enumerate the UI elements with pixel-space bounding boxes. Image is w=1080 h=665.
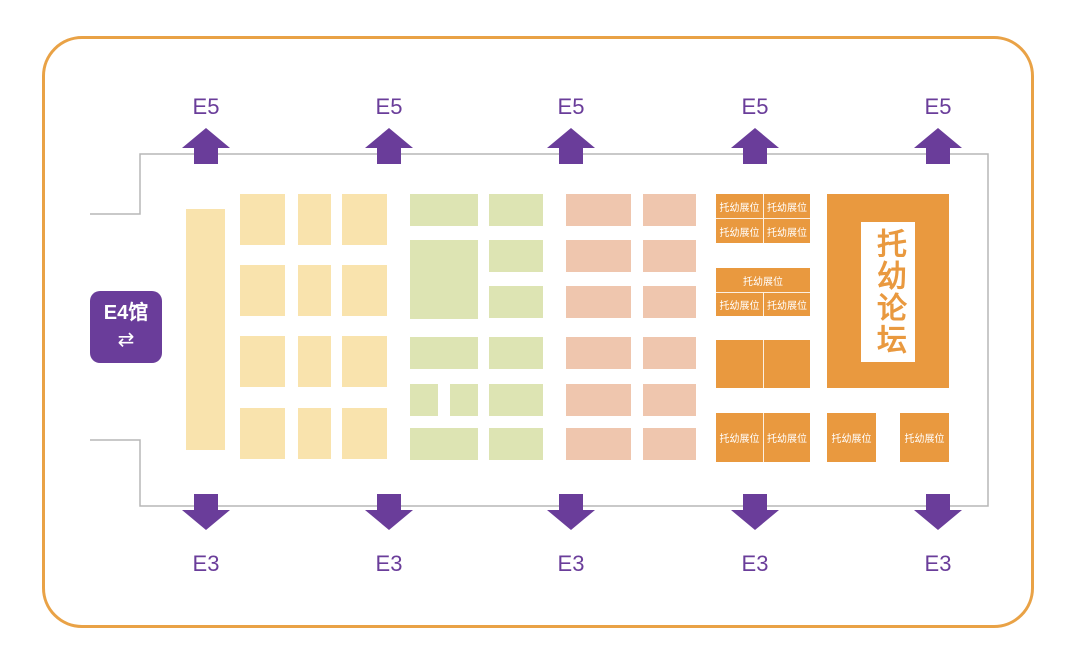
childcare-forum-label: 托幼论坛 <box>861 222 915 362</box>
exit-label-e3: E3 <box>192 551 220 576</box>
booth-block-green <box>489 337 543 369</box>
exit-label-e3: E3 <box>741 551 769 576</box>
booth-block-green <box>410 240 478 319</box>
booth-block-green <box>410 384 438 416</box>
childcare-booth[interactable]: 托幼展位 <box>763 194 810 218</box>
childcare-booth[interactable]: 托幼展位 <box>763 292 810 316</box>
exit-label-e5: E5 <box>557 94 585 119</box>
exit-label-e5: E5 <box>192 94 220 119</box>
childcare-booth[interactable]: 托幼展位 <box>716 292 763 316</box>
exit-label-e3: E3 <box>557 551 585 576</box>
booth-block-pink <box>643 286 696 318</box>
booth-block-pink <box>566 428 631 460</box>
booth-block-yellow <box>342 336 387 387</box>
booth-block-yellow <box>240 194 285 245</box>
childcare-booth[interactable]: 托幼展位 <box>716 194 763 218</box>
booth-block-pink <box>566 240 631 272</box>
hall-badge-e4[interactable]: E4馆 ⇄ <box>90 291 162 363</box>
childcare-booth[interactable]: 托幼展位 <box>716 413 763 462</box>
booth-block-green <box>489 384 543 416</box>
booth-block-pink <box>643 428 696 460</box>
childcare-booth-unlabeled[interactable] <box>763 340 810 388</box>
exit-label-e5: E5 <box>924 94 952 119</box>
booth-block-green <box>410 194 478 226</box>
booth-block-green <box>410 337 478 369</box>
hall-wall-top <box>90 153 989 507</box>
booth-block-green <box>410 428 478 460</box>
booth-block-pink <box>643 337 696 369</box>
booth-block-green <box>489 286 543 318</box>
map-frame <box>42 36 1034 628</box>
booth-block-pink <box>643 240 696 272</box>
booth-block-green <box>450 384 478 416</box>
booth-block-yellow <box>298 194 331 245</box>
booth-block-yellow <box>342 265 387 316</box>
exit-label-e5: E5 <box>375 94 403 119</box>
swap-arrows-icon: ⇄ <box>117 327 135 351</box>
booth-block-yellow <box>240 408 285 459</box>
childcare-booth[interactable]: 托幼展位 <box>716 218 763 243</box>
exit-label-e3: E3 <box>375 551 403 576</box>
childcare-booth[interactable]: 托幼展位 <box>827 413 876 462</box>
exit-label-e3: E3 <box>924 551 952 576</box>
childcare-booth-unlabeled[interactable] <box>716 340 763 388</box>
booth-block-pink <box>566 384 631 416</box>
childcare-booth[interactable]: 托幼展位 <box>763 218 810 243</box>
booth-block-yellow <box>342 194 387 245</box>
childcare-booth[interactable]: 托幼展位 <box>900 413 949 462</box>
booth-block-yellow <box>342 408 387 459</box>
booth-block-green <box>489 194 543 226</box>
booth-block-pink <box>566 337 631 369</box>
booth-block-yellow <box>298 408 331 459</box>
booth-block-yellow <box>186 209 225 450</box>
booth-block-yellow <box>240 265 285 316</box>
booth-block-green <box>489 428 543 460</box>
booth-block-yellow <box>240 336 285 387</box>
booth-block-pink <box>643 384 696 416</box>
booth-block-pink <box>566 194 631 226</box>
booth-block-green <box>489 240 543 272</box>
childcare-booth[interactable]: 托幼展位 <box>763 413 810 462</box>
booth-block-yellow <box>298 265 331 316</box>
hall-badge-label: E4馆 <box>103 302 149 324</box>
booth-block-pink <box>566 286 631 318</box>
booth-block-pink <box>643 194 696 226</box>
childcare-booth[interactable]: 托幼展位 <box>716 268 810 292</box>
booth-block-yellow <box>298 336 331 387</box>
exit-label-e5: E5 <box>741 94 769 119</box>
